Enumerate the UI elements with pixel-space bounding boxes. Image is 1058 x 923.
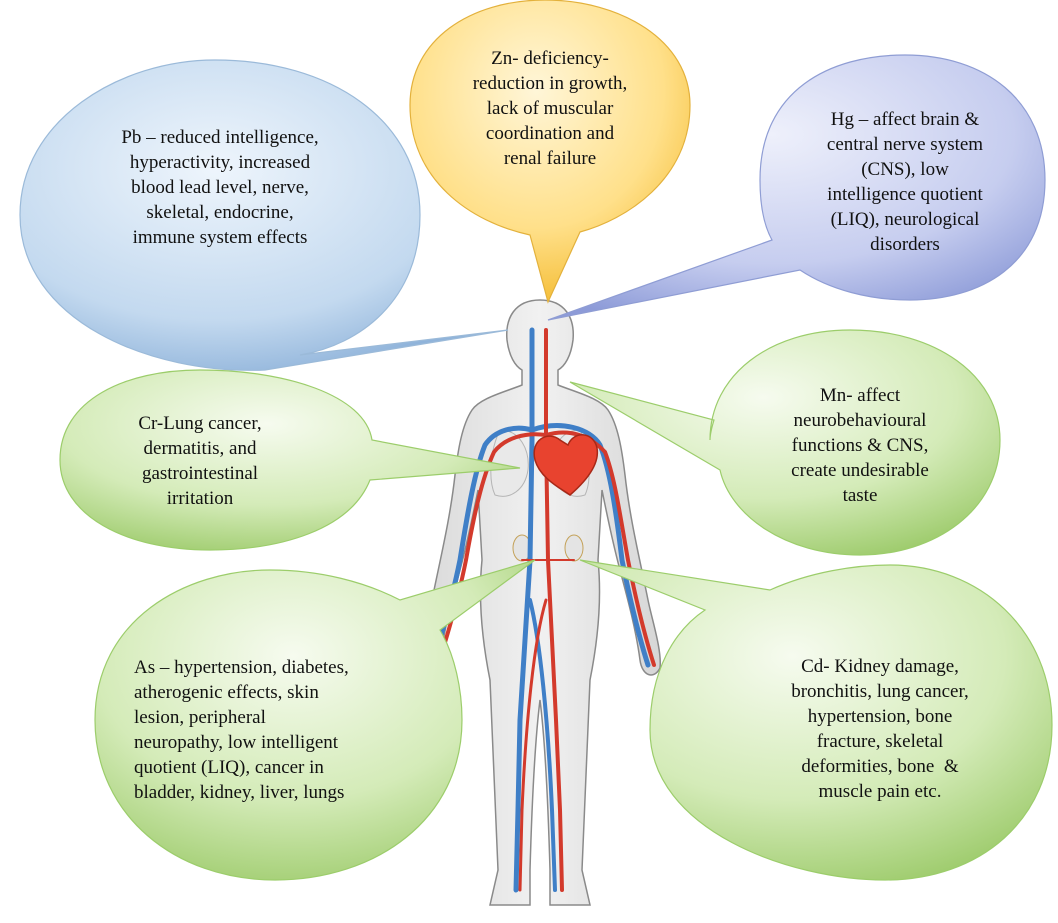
callout-line: gastrointestinal [100, 461, 300, 486]
callout-line: coordination and [440, 121, 660, 146]
callout-line: functions & CNS, [760, 433, 960, 458]
callout-line: bronchitis, lung cancer, [760, 679, 1000, 704]
callout-line: bladder, kidney, liver, lungs [134, 780, 424, 805]
hg-callout-text: Hg – affect brain & central nerve system… [790, 107, 1020, 257]
callout-line: skeletal, endocrine, [70, 200, 370, 225]
cd-callout-text: Cd- Kidney damage, bronchitis, lung canc… [760, 654, 1000, 804]
callout-line: irritation [100, 486, 300, 511]
callout-line: taste [760, 483, 960, 508]
callout-line: intelligence quotient [790, 182, 1020, 207]
callout-line: reduction in growth, [440, 71, 660, 96]
callout-line: As – hypertension, diabetes, [134, 655, 424, 680]
callout-line: Cr-Lung cancer, [100, 411, 300, 436]
cr-callout-text: Cr-Lung cancer, dermatitis, and gastroin… [100, 411, 300, 511]
callout-line: disorders [790, 232, 1020, 257]
callout-line: Cd- Kidney damage, [760, 654, 1000, 679]
callout-line: Zn- deficiency- [440, 46, 660, 71]
right-kidney [565, 535, 583, 561]
mn-callout-text: Mn- affect neurobehavioural functions & … [760, 383, 960, 508]
callout-line: fracture, skeletal [760, 729, 1000, 754]
pb-callout-text: Pb – reduced intelligence, hyperactivity… [70, 125, 370, 250]
callout-line: Hg – affect brain & [790, 107, 1020, 132]
callout-line: neurobehavioural [760, 408, 960, 433]
callout-line: Mn- affect [760, 383, 960, 408]
callout-line: neuropathy, low intelligent [134, 730, 424, 755]
callout-line: Pb – reduced intelligence, [70, 125, 370, 150]
callout-line: renal failure [440, 146, 660, 171]
callout-line: blood lead level, nerve, [70, 175, 370, 200]
callout-line: lack of muscular [440, 96, 660, 121]
callout-line: lesion, peripheral [134, 705, 424, 730]
callout-line: hypertension, bone [760, 704, 1000, 729]
callout-line: quotient (LIQ), cancer in [134, 755, 424, 780]
callout-line: immune system effects [70, 225, 370, 250]
callout-line: deformities, bone & [760, 754, 1000, 779]
callout-line: hyperactivity, increased [70, 150, 370, 175]
callout-line: dermatitis, and [100, 436, 300, 461]
callout-line: atherogenic effects, skin [134, 680, 424, 705]
callout-line: central nerve system [790, 132, 1020, 157]
callout-line: (CNS), low [790, 157, 1020, 182]
callout-line: (LIQ), neurological [790, 207, 1020, 232]
zn-callout-text: Zn- deficiency- reduction in growth, lac… [440, 46, 660, 171]
callout-line: muscle pain etc. [760, 779, 1000, 804]
as-callout-text: As – hypertension, diabetes, atherogenic… [134, 655, 424, 805]
callout-line: create undesirable [760, 458, 960, 483]
